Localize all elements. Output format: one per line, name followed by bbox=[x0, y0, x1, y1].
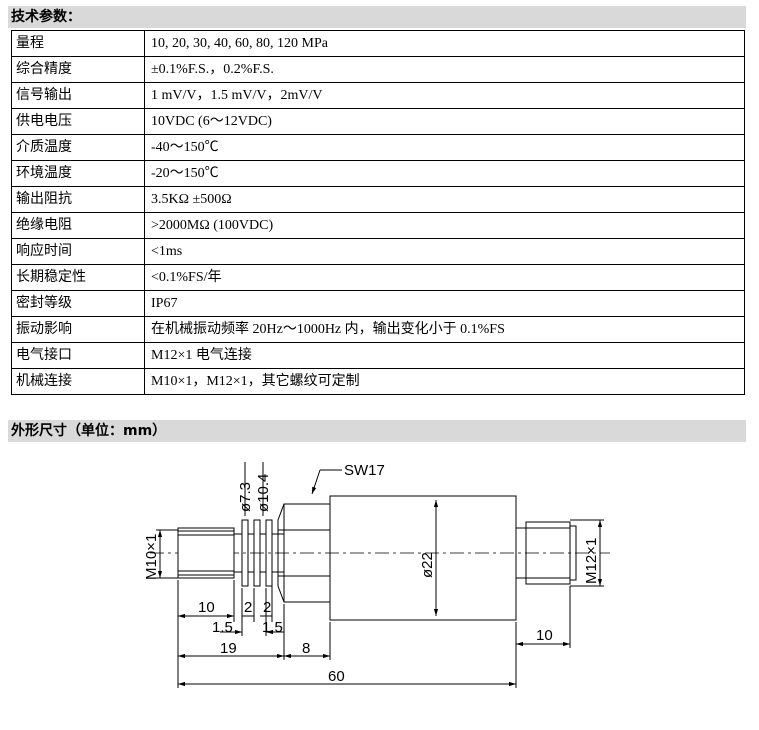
label-8: 8 bbox=[302, 640, 310, 657]
spec-row: 响应时间<1ms bbox=[11, 238, 745, 265]
spec-label: 密封等级 bbox=[11, 290, 145, 317]
label-d73: ø7.3 bbox=[237, 482, 254, 512]
spec-label: 响应时间 bbox=[11, 238, 145, 265]
spec-label: 信号输出 bbox=[11, 82, 145, 109]
spec-row: 介质温度-40～150℃ bbox=[11, 134, 745, 161]
label-19: 19 bbox=[220, 640, 237, 657]
dimension-drawing: SW17 ø7.3 ø10.4 ø22 M10×1 M12×1 10 2 2 1… bbox=[143, 462, 610, 688]
spec-value: >2000MΩ (100VDC) bbox=[144, 212, 745, 239]
label-2b: 2 bbox=[263, 599, 271, 616]
spec-value: M10×1，M12×1，其它螺纹可定制 bbox=[144, 368, 745, 395]
spec-value: M12×1 电气连接 bbox=[144, 342, 745, 369]
spec-row: 振动影响在机械振动频率 20Hz～1000Hz 内，输出变化小于 0.1%FS bbox=[11, 316, 745, 343]
spec-label: 环境温度 bbox=[11, 160, 145, 187]
spec-section-title: 技术参数： bbox=[8, 6, 746, 28]
spec-value: -20～150℃ bbox=[144, 160, 745, 187]
spec-value: ±0.1%F.S.，0.2%F.S. bbox=[144, 56, 745, 83]
label-m10: M10×1 bbox=[143, 534, 160, 580]
spec-value: 10, 20, 30, 40, 60, 80, 120 MPa bbox=[144, 30, 745, 57]
spec-value: 1 mV/V，1.5 mV/V，2mV/V bbox=[144, 82, 745, 109]
label-10-right: 10 bbox=[536, 627, 553, 644]
spec-row: 长期稳定性<0.1%FS/年 bbox=[11, 264, 745, 291]
spec-value: <1ms bbox=[144, 238, 745, 265]
spec-row: 环境温度-20～150℃ bbox=[11, 160, 745, 187]
spec-label: 长期稳定性 bbox=[11, 264, 145, 291]
label-15a: 1.5 bbox=[212, 619, 233, 636]
spec-value: 在机械振动频率 20Hz～1000Hz 内，输出变化小于 0.1%FS bbox=[144, 316, 745, 343]
label-60: 60 bbox=[328, 668, 345, 685]
spec-label: 机械连接 bbox=[11, 368, 145, 395]
dimension-section-title: 外形尺寸（单位：mm） bbox=[8, 420, 746, 442]
label-sw17: SW17 bbox=[344, 462, 385, 479]
spec-label: 介质温度 bbox=[11, 134, 145, 161]
label-2a: 2 bbox=[244, 599, 252, 616]
spec-value: 3.5KΩ ±500Ω bbox=[144, 186, 745, 213]
label-m12: M12×1 bbox=[583, 538, 600, 584]
spec-value: -40～150℃ bbox=[144, 134, 745, 161]
label-10-left: 10 bbox=[198, 599, 215, 616]
spec-label: 振动影响 bbox=[11, 316, 145, 343]
spec-label: 综合精度 bbox=[11, 56, 145, 83]
spec-label: 输出阻抗 bbox=[11, 186, 145, 213]
spec-label: 供电电压 bbox=[11, 108, 145, 135]
spec-label: 绝缘电阻 bbox=[11, 212, 145, 239]
spec-label: 电气接口 bbox=[11, 342, 145, 369]
spec-value: 10VDC (6～12VDC) bbox=[144, 108, 745, 135]
spec-label: 量程 bbox=[11, 30, 145, 57]
spec-value: <0.1%FS/年 bbox=[144, 264, 745, 291]
label-d104: ø10.4 bbox=[255, 474, 272, 512]
label-15b: 1.5 bbox=[262, 619, 283, 636]
spec-row: 综合精度±0.1%F.S.，0.2%F.S. bbox=[11, 56, 745, 83]
spec-row: 绝缘电阻>2000MΩ (100VDC) bbox=[11, 212, 745, 239]
spec-value: IP67 bbox=[144, 290, 745, 317]
label-d22: ø22 bbox=[419, 552, 436, 578]
